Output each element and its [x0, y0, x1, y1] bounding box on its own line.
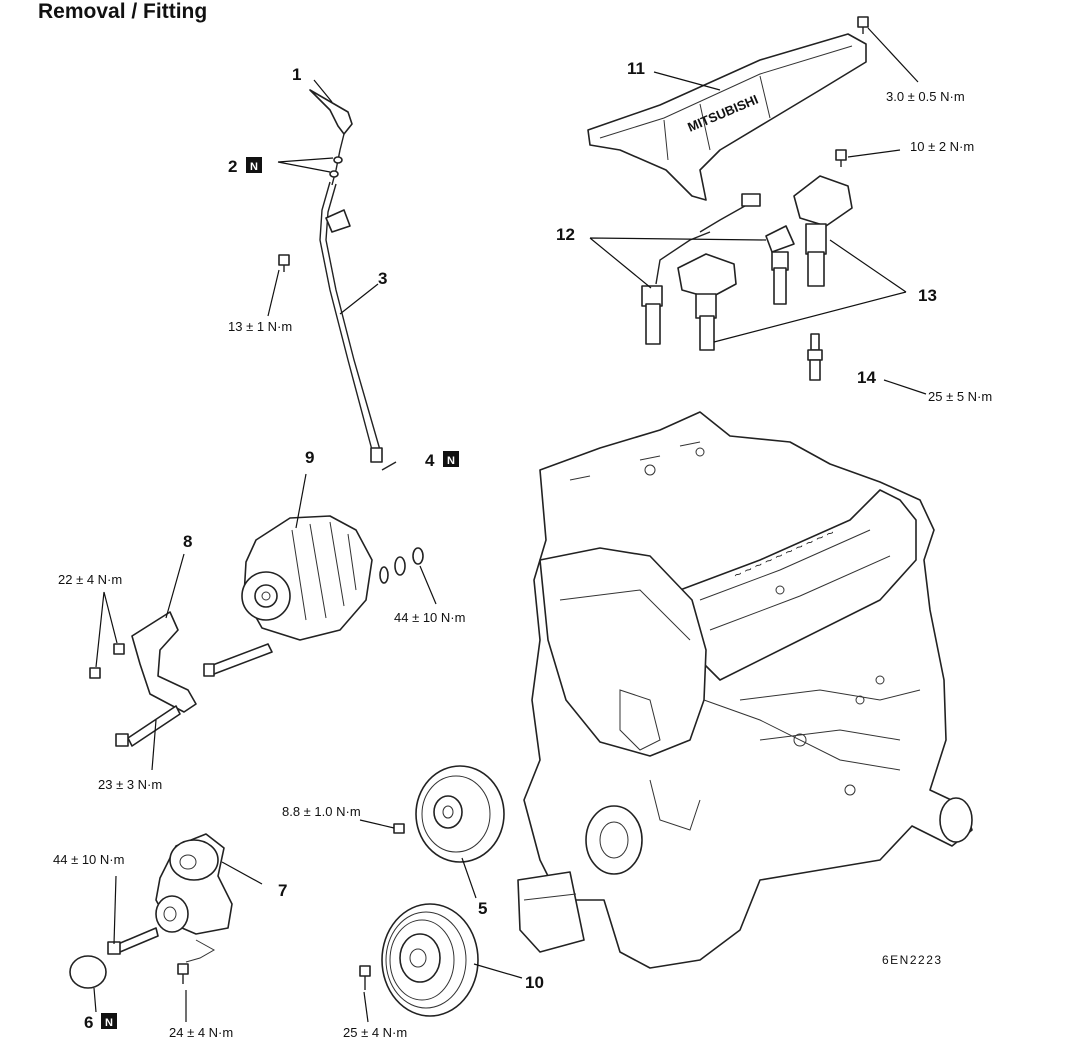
- callout-10: 10: [525, 973, 544, 992]
- ignition-coil-front: [677, 253, 737, 351]
- alternator-bracket: [131, 611, 197, 713]
- water-pump-pulley: [415, 765, 505, 863]
- new-part-box-6: [101, 1013, 117, 1029]
- cap: [69, 955, 107, 989]
- new-part-box-2: [246, 157, 262, 173]
- bracket-long-bolt: [115, 705, 181, 747]
- torque-pulley-bolt: 8.8 ± 1.0 N·m: [282, 804, 361, 819]
- torque-bracket-bolts: 22 ± 4 N·m: [58, 572, 122, 587]
- damper-bolt: [359, 965, 371, 990]
- new-part-mark-2: N: [250, 161, 258, 173]
- torque-spark-plug: 25 ± 5 N·m: [928, 389, 992, 404]
- page-title: Removal / Fitting: [38, 0, 208, 23]
- spark-plug-lead: [641, 193, 795, 345]
- engine-assembly: ~ ~ ~ ~ ~ ~ ~ ~ ~ ~: [517, 411, 973, 969]
- callout-5: 5: [478, 899, 487, 918]
- callout-14: 14: [857, 368, 876, 387]
- dipstick-bolt: [278, 254, 290, 272]
- callout-11: 11: [627, 59, 645, 78]
- engine-cover: MITSUBISHI: [587, 33, 867, 201]
- torque-dipstick-bolt: 13 ± 1 N·m: [228, 319, 292, 334]
- new-part-box-4: [443, 451, 459, 467]
- callout-4: 4: [425, 451, 435, 470]
- tensioner-small-bolt: [177, 963, 189, 984]
- torque-cover-bolt: 3.0 ± 0.5 N·m: [886, 89, 965, 104]
- callout-2: 2: [228, 157, 237, 176]
- auto-tensioner: [155, 833, 233, 935]
- callout-7: 7: [278, 881, 287, 900]
- ignition-coil-rear: [793, 175, 853, 287]
- callout-6: 6: [84, 1013, 93, 1032]
- alternator-washer-nut: [379, 547, 424, 584]
- drawing-code: 6EN2223: [882, 953, 943, 967]
- torque-alternator-nut: 44 ± 10 N·m: [394, 610, 465, 625]
- o-ring-lower: [381, 461, 397, 471]
- alternator-through-bolt: [203, 643, 273, 677]
- new-part-mark-6: N: [105, 1017, 113, 1029]
- oil-dipstick: [309, 89, 353, 186]
- spark-plug: [807, 333, 823, 381]
- cover-bolt: [857, 16, 869, 34]
- o-ring-upper: [329, 156, 343, 178]
- alternator: [241, 515, 373, 641]
- callout-12: 12: [556, 225, 575, 244]
- callout-1: 1: [292, 65, 301, 84]
- new-part-mark-4: N: [447, 455, 455, 467]
- crankshaft-damper-pulley: [381, 903, 479, 1017]
- callout-9: 9: [305, 448, 314, 467]
- pulley-bolt: [393, 823, 405, 834]
- dipstick-guide-tube: [319, 181, 383, 463]
- coil-bolt: [835, 149, 847, 167]
- callout-13: 13: [918, 286, 937, 305]
- callout-3: 3: [378, 269, 387, 288]
- torque-coil-bolt: 10 ± 2 N·m: [910, 139, 974, 154]
- torque-damper-bolt: 25 ± 4 N·m: [343, 1025, 407, 1037]
- bracket-bolts: [89, 643, 125, 679]
- callout-8: 8: [183, 532, 192, 551]
- torque-tensioner-bolt: 44 ± 10 N·m: [53, 852, 124, 867]
- torque-bracket-long-bolt: 23 ± 3 N·m: [98, 777, 162, 792]
- tensioner-bolt: [107, 927, 159, 955]
- torque-tensioner-small-bolt: 24 ± 4 N·m: [169, 1025, 233, 1037]
